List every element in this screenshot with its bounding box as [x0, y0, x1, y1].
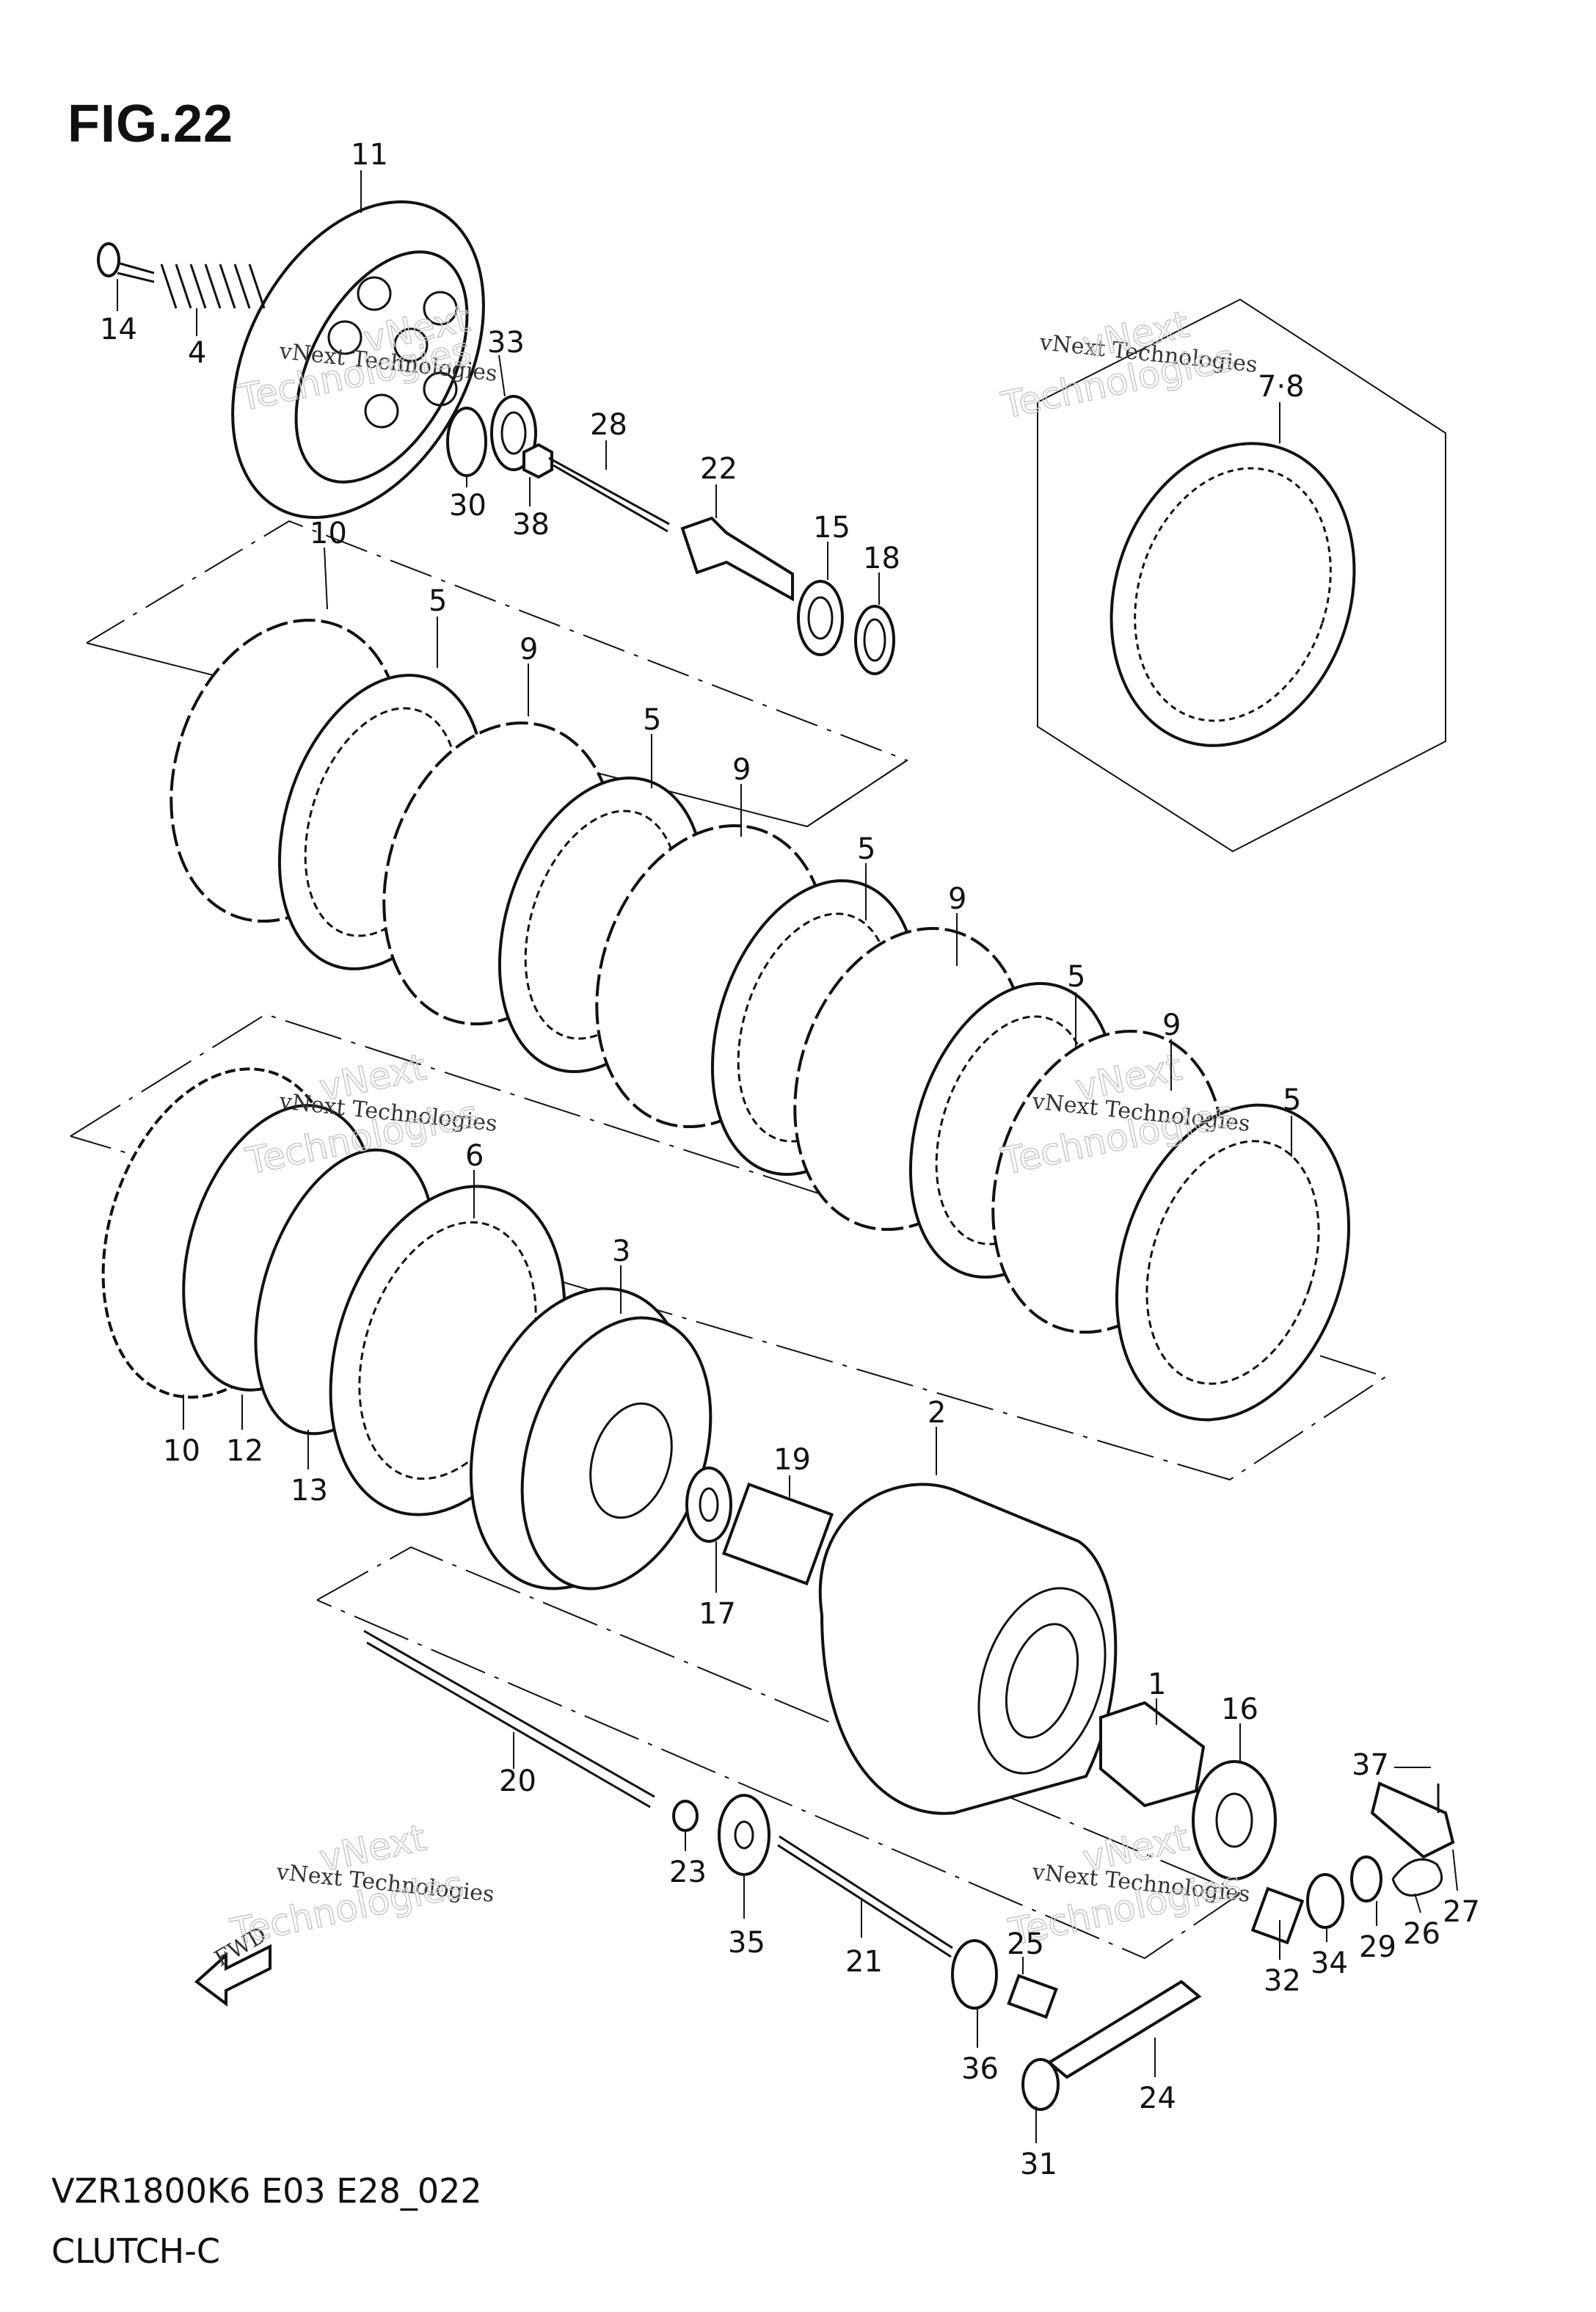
push-rod	[548, 457, 794, 602]
callout-26: 26	[1403, 1917, 1440, 1951]
clutch-housing	[819, 1483, 1118, 1815]
callout-14: 14	[100, 313, 137, 346]
pressure-plate	[231, 200, 485, 519]
callout-32: 32	[1264, 1964, 1301, 1998]
callout-15: 15	[813, 511, 850, 545]
section-title: CLUTCH-C	[51, 2231, 220, 2271]
callout-11: 11	[351, 138, 388, 172]
callout-3: 3	[612, 1235, 630, 1268]
callout-1: 1	[1148, 1668, 1166, 1701]
callout-5: 5	[857, 832, 875, 866]
callout-30: 30	[449, 489, 487, 523]
callout-5: 5	[1067, 960, 1085, 994]
callout-37: 37	[1352, 1748, 1389, 1782]
callout-16: 16	[1221, 1693, 1258, 1726]
thrust-washer-needle-bearing	[685, 1466, 834, 1586]
boxed-plate	[1109, 442, 1356, 747]
callout-19: 19	[773, 1443, 811, 1477]
callout-23: 23	[669, 1855, 707, 1889]
washer-bearing-nut	[446, 395, 553, 479]
callout-27: 27	[1443, 1895, 1480, 1929]
callout-2: 2	[928, 1396, 946, 1430]
callout-28: 28	[590, 408, 627, 442]
bolt-and-spring	[97, 242, 266, 309]
callout-17: 17	[699, 1597, 736, 1631]
callout-10: 10	[163, 1434, 200, 1468]
callout-5: 5	[1283, 1083, 1301, 1117]
callout-5: 5	[429, 584, 447, 618]
callout-9: 9	[948, 882, 966, 916]
callout-33: 33	[487, 326, 525, 360]
callout-25: 25	[1007, 1927, 1044, 1961]
callout-20: 20	[499, 1764, 536, 1798]
callout-35: 35	[728, 1926, 765, 1960]
callout-12: 12	[226, 1434, 263, 1468]
shafts-and-small-parts	[363, 1629, 1455, 2111]
callout-9: 9	[732, 753, 751, 787]
callout-7-8: 7·8	[1258, 370, 1305, 404]
lower-rings	[101, 1067, 566, 1516]
callout-24: 24	[1139, 2082, 1176, 2115]
callout-6: 6	[465, 1139, 484, 1173]
leader-lines	[117, 170, 1458, 2143]
callout-9: 9	[1162, 1008, 1181, 1042]
model-code: VZR1800K6 E03 E28_022	[51, 2171, 482, 2211]
callout-4: 4	[188, 336, 206, 370]
clutch-hub	[469, 1287, 713, 1591]
figure-title: FIG.22	[68, 95, 234, 153]
callout-13: 13	[291, 1474, 328, 1508]
sleeve-and-washer	[1099, 1701, 1277, 1880]
callout-38: 38	[512, 508, 550, 542]
plate-stack	[170, 618, 1351, 1422]
callout-9: 9	[520, 633, 538, 666]
callout-22: 22	[700, 452, 737, 486]
callout-10: 10	[310, 517, 347, 550]
callout-29: 29	[1359, 1930, 1396, 1964]
bearing-and-washer	[797, 580, 895, 675]
callout-21: 21	[845, 1945, 883, 1979]
callout-36: 36	[961, 2052, 999, 2086]
callout-18: 18	[863, 542, 900, 575]
callout-5: 5	[643, 703, 661, 737]
callout-31: 31	[1020, 2148, 1057, 2181]
callout-labels: 11 14 4 33 30 38 28 22 15 18 7·8 10 5 9 …	[100, 138, 1480, 2181]
callout-34: 34	[1311, 1946, 1348, 1980]
